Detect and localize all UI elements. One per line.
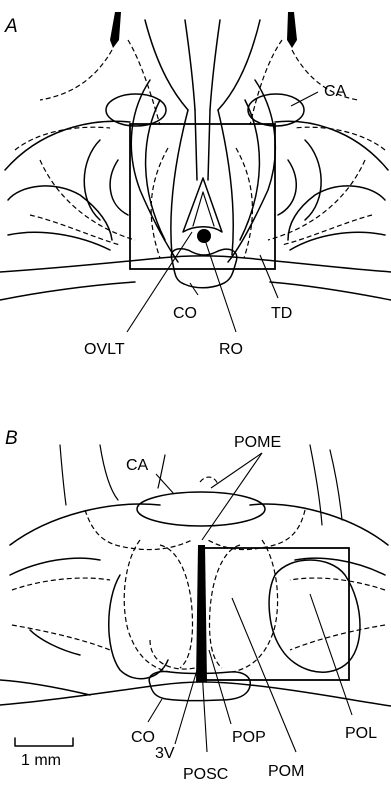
label-pop: POP bbox=[232, 729, 266, 746]
label-3v: 3V bbox=[155, 745, 175, 762]
right-dark-tip bbox=[287, 12, 297, 48]
panel-b: B bbox=[0, 428, 391, 783]
panel-a: A bbox=[0, 12, 391, 358]
panel-a-solid-lines bbox=[84, 20, 321, 262]
label-td: TD bbox=[271, 305, 292, 322]
label-ca-b: CA bbox=[126, 457, 149, 474]
left-dark-tip bbox=[110, 12, 121, 48]
ca-ellipse-b bbox=[137, 492, 265, 526]
pol-region bbox=[269, 560, 360, 672]
label-pome: POME bbox=[234, 434, 281, 451]
panel-b-baseline bbox=[0, 682, 391, 706]
ro-dot bbox=[197, 229, 211, 243]
panel-b-letter: B bbox=[5, 428, 18, 449]
scale-bar: 1 mm bbox=[15, 738, 73, 769]
panel-a-letter: A bbox=[4, 16, 18, 37]
panel-a-dashed-lines bbox=[15, 40, 385, 258]
label-ovlt: OVLT bbox=[84, 341, 125, 358]
label-ca-a: CA bbox=[324, 83, 347, 100]
scale-bar-label: 1 mm bbox=[21, 752, 61, 769]
label-pol: POL bbox=[345, 725, 377, 742]
label-ro: RO bbox=[219, 341, 243, 358]
panel-b-top-lines bbox=[60, 445, 342, 525]
left-region bbox=[109, 575, 168, 679]
label-co-b: CO bbox=[131, 729, 155, 746]
label-posc: POSC bbox=[183, 766, 228, 783]
ovlt-triangle bbox=[183, 178, 222, 232]
label-co-a: CO bbox=[173, 305, 197, 322]
label-pom: POM bbox=[268, 763, 304, 780]
third-ventricle bbox=[196, 545, 207, 682]
